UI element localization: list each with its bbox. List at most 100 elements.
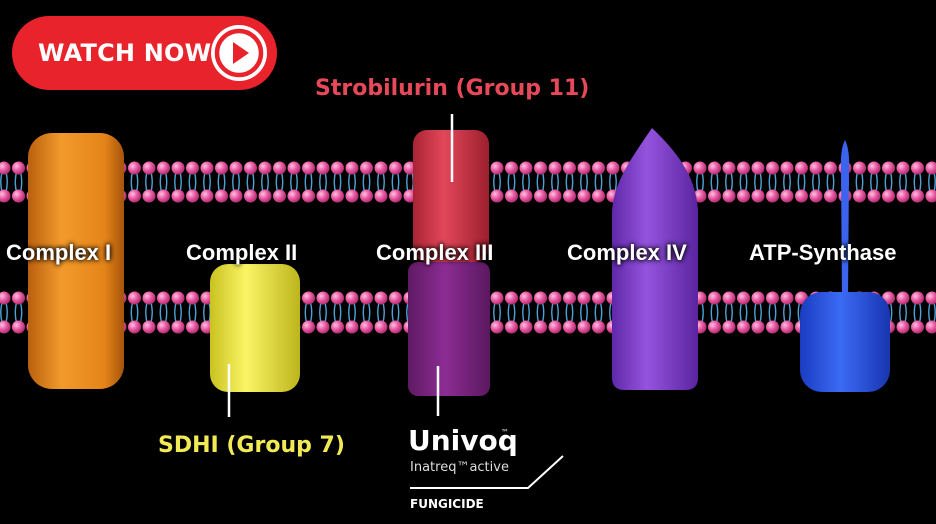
complex-iii-label: Complex III	[376, 240, 494, 265]
lipid-head	[911, 291, 924, 305]
lipid-head	[157, 320, 170, 334]
lipid-head	[519, 291, 533, 305]
lipid-head	[287, 161, 301, 175]
lipid-head	[186, 320, 199, 334]
lipid-head	[925, 320, 936, 334]
watch-now-button[interactable]: WATCH NOW	[12, 16, 277, 90]
lipid-head	[911, 189, 924, 203]
lipid-head	[592, 320, 605, 334]
lipid-head	[287, 189, 301, 203]
lipid-head	[12, 189, 25, 203]
lipid-head	[215, 161, 228, 175]
lipid-head	[519, 320, 533, 334]
lipid-head	[534, 320, 547, 334]
lipid-head	[142, 320, 156, 334]
lipid-head	[766, 161, 779, 175]
lipid-head	[302, 161, 315, 175]
lipid-head	[505, 161, 518, 175]
lipid-head	[708, 320, 721, 334]
lipid-head	[215, 189, 228, 203]
lipid-head	[490, 189, 504, 203]
lipid-head	[722, 161, 736, 175]
lipid-head	[273, 189, 286, 203]
lipid-head	[708, 161, 721, 175]
lipid-head	[157, 189, 170, 203]
lipid-head	[331, 291, 344, 305]
lipid-head	[563, 291, 576, 305]
lipid-head	[273, 161, 286, 175]
lipid-head	[737, 189, 750, 203]
lipid-head	[157, 291, 170, 305]
lipid-head	[360, 291, 373, 305]
lipid-head	[737, 320, 750, 334]
lipid-head	[563, 161, 576, 175]
lipid-head	[592, 291, 605, 305]
lipid-head	[171, 161, 185, 175]
fungicide-label: FUNGICIDE	[410, 497, 484, 511]
lipid-head	[389, 161, 402, 175]
lipid-head	[867, 189, 881, 203]
lipid-head	[751, 161, 765, 175]
lipid-head	[345, 161, 359, 175]
lipid-head	[925, 291, 936, 305]
lipid-head	[896, 291, 910, 305]
lipid-head	[577, 189, 591, 203]
lipid-head	[12, 320, 25, 334]
lipid-head	[490, 291, 504, 305]
lipid-head	[505, 291, 518, 305]
complex-iv-label: Complex IV	[567, 240, 687, 265]
lipid-head	[374, 291, 388, 305]
lipid-head	[592, 189, 605, 203]
lipid-head	[780, 161, 794, 175]
lipid-head	[896, 189, 910, 203]
atp-synthase-stalk	[840, 140, 850, 300]
lipid-head	[896, 161, 910, 175]
lipid-head	[316, 189, 330, 203]
lipid-head	[795, 161, 808, 175]
lipid-head	[374, 189, 388, 203]
complex-i-protein	[28, 133, 124, 389]
lipid-head	[853, 161, 866, 175]
lipid-head	[505, 320, 518, 334]
lipid-head	[331, 320, 344, 334]
lipid-head	[751, 320, 765, 334]
complex-iv-protein	[612, 128, 698, 390]
lipid-head	[258, 161, 272, 175]
lipid-head	[186, 189, 199, 203]
lipid-head	[519, 189, 533, 203]
lipid-head	[534, 189, 547, 203]
lipid-head	[244, 161, 257, 175]
lipid-head	[766, 291, 779, 305]
lipid-head	[548, 161, 562, 175]
lipid-head	[577, 291, 591, 305]
lipid-head	[389, 320, 402, 334]
lipid-head	[186, 161, 199, 175]
complex-ii-label: Complex II	[186, 240, 298, 265]
lipid-head	[867, 161, 881, 175]
lipid-head	[882, 189, 895, 203]
lipid-head	[693, 161, 707, 175]
lipid-head	[824, 189, 837, 203]
univoq-trademark: ™	[501, 428, 509, 437]
sdhi-callout: SDHI (Group 7)	[158, 433, 345, 458]
lipid-head	[751, 189, 765, 203]
lipid-head	[360, 161, 373, 175]
lipid-head	[853, 189, 866, 203]
lipid-head	[389, 291, 402, 305]
lipid-head	[896, 320, 910, 334]
lipid-head	[577, 320, 591, 334]
lipid-head	[780, 320, 794, 334]
lipid-head	[708, 291, 721, 305]
lipid-head	[824, 161, 837, 175]
lipid-head	[563, 320, 576, 334]
lipid-head	[548, 291, 562, 305]
lipid-head	[722, 291, 736, 305]
lipid-head	[911, 320, 924, 334]
lipid-head	[128, 291, 141, 305]
lipid-head	[316, 320, 330, 334]
lipid-head	[12, 161, 25, 175]
lipid-head	[548, 320, 562, 334]
lipid-head	[171, 291, 185, 305]
lipid-head	[809, 189, 823, 203]
